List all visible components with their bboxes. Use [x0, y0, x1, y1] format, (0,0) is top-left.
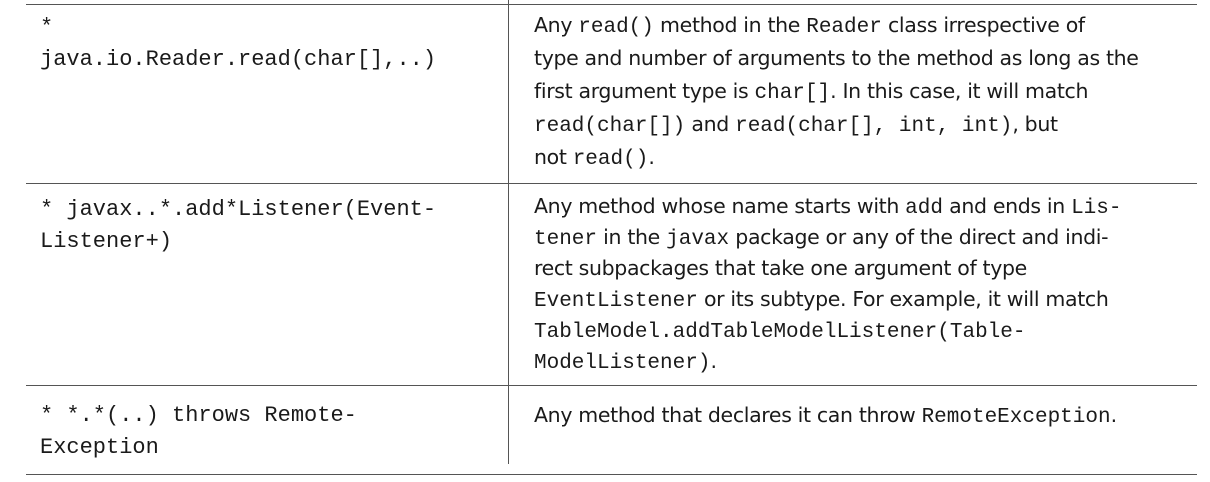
code-fragment: read(char[], int, int) — [735, 115, 1013, 138]
text-fragment: first argument type is — [534, 79, 755, 103]
column-divider — [508, 0, 509, 464]
text-fragment: class irrespective of — [881, 13, 1085, 37]
text-fragment: method in the — [653, 13, 807, 37]
text-fragment: and — [685, 112, 736, 136]
text-fragment: . — [710, 349, 717, 373]
text-fragment: or its subtype. For example, it will mat… — [697, 287, 1109, 311]
code-fragment: read() — [572, 148, 649, 171]
text-fragment: Any method that declares it can throw — [534, 403, 922, 427]
pattern-line: * javax..*.add*Listener(Event- — [40, 197, 437, 222]
table-bottom-rule — [26, 474, 1197, 475]
text-fragment: rect subpackages that take one argument … — [534, 256, 1027, 280]
code-fragment: TableModel.addTableModelListener(Table- — [534, 321, 1026, 344]
row-divider — [26, 385, 1197, 386]
pattern-line: Listener+) — [40, 229, 173, 254]
description-line: first argument type is char[]. In this c… — [534, 76, 1088, 106]
description-line: type and number of arguments to the meth… — [534, 43, 1139, 73]
code-fragment: read(char[]) — [534, 115, 686, 138]
text-fragment: package or any of the direct and indi- — [729, 225, 1109, 249]
pattern-line: * *.*(..) throws Remote- — [40, 403, 357, 428]
pattern-line: Exception — [40, 435, 159, 460]
code-fragment: char[] — [754, 82, 831, 105]
row-divider — [26, 183, 1197, 184]
code-fragment: add — [905, 197, 943, 220]
text-fragment: . In this case, it will match — [830, 79, 1089, 103]
code-fragment: javax — [666, 228, 730, 251]
description-line: Any method that declares it can throw Re… — [534, 400, 1117, 430]
code-fragment: Lis- — [1071, 197, 1122, 220]
code-fragment: tener — [534, 228, 598, 251]
text-fragment: in the — [597, 225, 667, 249]
description-line: Any method whose name starts with add an… — [534, 191, 1121, 221]
code-fragment: EventListener — [534, 290, 698, 313]
description-line: rect subpackages that take one argument … — [534, 253, 1027, 283]
pattern-line: * — [40, 15, 54, 40]
text-fragment: not — [534, 145, 573, 169]
code-fragment: RemoteException — [921, 406, 1111, 429]
description-line: Any read() method in the Reader class ir… — [534, 10, 1085, 40]
text-fragment: and ends in — [942, 194, 1072, 218]
description-line: ModelListener). — [534, 346, 717, 376]
description-line: read(char[]) and read(char[], int, int),… — [534, 109, 1058, 139]
text-fragment: . — [648, 145, 655, 169]
code-fragment: ModelListener) — [534, 352, 711, 375]
description-line: tener in the javax package or any of the… — [534, 222, 1109, 252]
text-fragment: . — [1110, 403, 1118, 427]
code-fragment: Reader — [806, 16, 882, 39]
table-top-rule — [26, 4, 1197, 5]
text-fragment: , but — [1012, 112, 1058, 136]
description-line: TableModel.addTableModelListener(Table- — [534, 315, 1025, 345]
description-line: EventListener or its subtype. For exampl… — [534, 284, 1109, 314]
text-fragment: Any method whose name starts with — [534, 194, 906, 218]
description-line: not read(). — [534, 142, 655, 172]
code-fragment: read() — [578, 16, 654, 39]
text-fragment: type and number of arguments to the meth… — [534, 46, 1139, 70]
text-fragment: Any — [534, 13, 579, 37]
pattern-line: java.io.Reader.read(char[],..) — [40, 47, 437, 72]
